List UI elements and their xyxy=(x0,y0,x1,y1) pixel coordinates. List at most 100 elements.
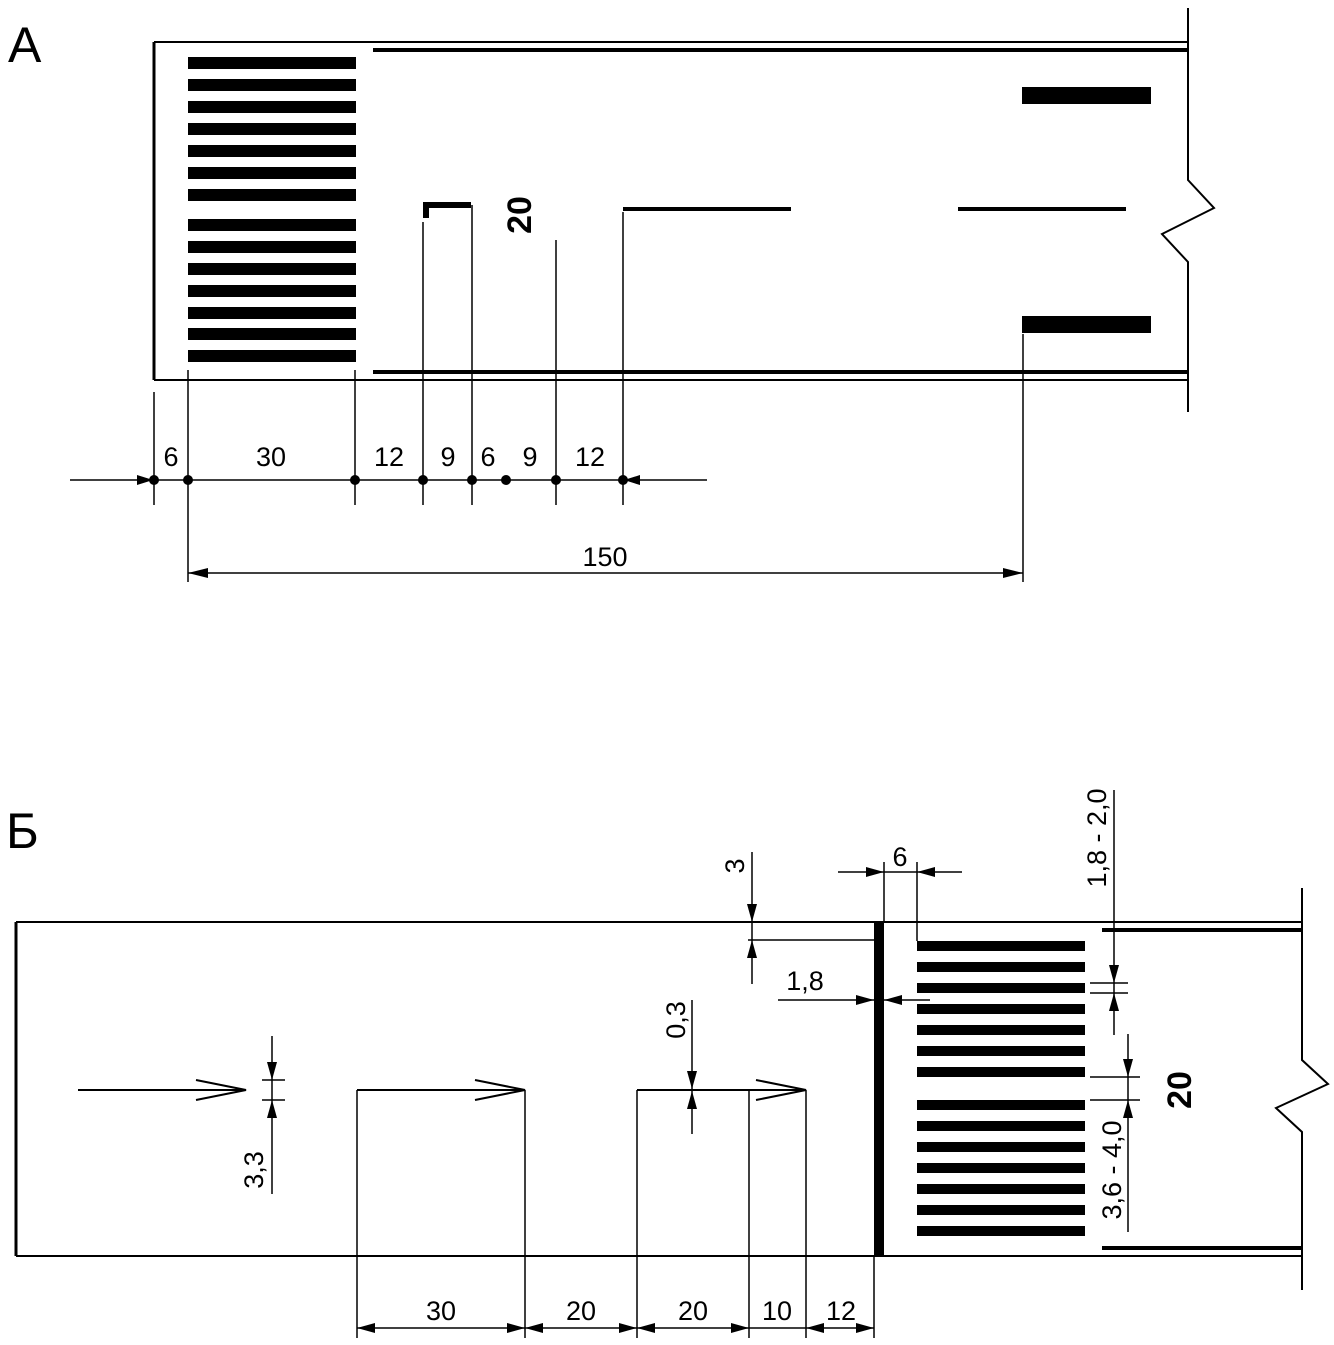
dimension-label: 1,8 - 2,0 xyxy=(1082,788,1112,887)
panel-a-crosswalk xyxy=(188,57,356,362)
zebra-stripe xyxy=(917,941,1085,951)
dimension-dot xyxy=(418,475,428,485)
zebra-stripe xyxy=(917,1205,1085,1215)
dimension-label: 0,3 xyxy=(661,1001,691,1039)
stripe-width-dimension: 1,8 - 2,0 xyxy=(1082,788,1119,1035)
dimension-arrow xyxy=(917,867,935,877)
dimension-dot xyxy=(551,475,561,485)
dimension-label: 3,6 - 4,0 xyxy=(1097,1120,1127,1219)
panel-a-overall-dimension: 150 xyxy=(188,542,1023,578)
road-break-symbol xyxy=(1160,8,1216,412)
dimension-arrow xyxy=(866,867,884,877)
dimension-arrow xyxy=(747,904,757,922)
dimension-arrow xyxy=(731,1323,749,1333)
dimension-label: 1,8 xyxy=(786,966,824,996)
dimension-arrow xyxy=(137,475,153,485)
dimension-arrow xyxy=(884,995,902,1005)
dimension-label: 6 xyxy=(163,442,178,472)
zebra-stripe xyxy=(917,1121,1085,1131)
zebra-stripe xyxy=(188,285,356,297)
zebra-stripe xyxy=(188,167,356,179)
dimension-arrow xyxy=(687,1071,697,1089)
zebra-stripe xyxy=(917,1067,1085,1077)
panel-a-chain-dimension: 6 30 12 9 6 9 12 xyxy=(70,442,707,485)
dimension-arrow xyxy=(1003,568,1023,578)
dimension-arrow xyxy=(267,1062,277,1080)
stop-line-gap-dimension: 3 xyxy=(720,852,757,984)
stop-line-width-dimension: 6 xyxy=(838,842,962,877)
overall-dimension-label: 150 xyxy=(582,542,627,572)
zebra-stripe xyxy=(188,350,356,362)
line-width-dimension: 0,3 xyxy=(661,1000,697,1134)
stripe-gap-dimension: 3,6 - 4,0 xyxy=(1097,1034,1133,1232)
zebra-stripe xyxy=(188,219,356,231)
zebra-stripe xyxy=(188,241,356,253)
dimension-label: 12 xyxy=(575,442,605,472)
zebra-stripe xyxy=(188,145,356,157)
dimension-label: 9 xyxy=(522,442,537,472)
dimension-label: 3,3 xyxy=(239,1151,269,1189)
dimension-label: 3 xyxy=(720,858,750,873)
zebra-stripe xyxy=(188,101,356,113)
dimension-dot xyxy=(467,475,477,485)
road-break-symbol xyxy=(1274,888,1330,1290)
dimension-label: 30 xyxy=(426,1296,456,1326)
dimension-arrow xyxy=(856,995,874,1005)
dimension-arrow xyxy=(856,1323,874,1333)
panel-b: Б 20 xyxy=(6,788,1330,1338)
dimension-arrow xyxy=(525,1323,543,1333)
stop-line-offset-dimension: 1,8 xyxy=(778,966,930,1005)
speed-limit-marking: 20 xyxy=(1161,1071,1199,1109)
zebra-stripe xyxy=(188,57,356,69)
dimension-dot xyxy=(618,475,628,485)
zebra-stripe xyxy=(917,1163,1085,1173)
panel-b-extension-lines xyxy=(262,862,1140,1338)
dimension-label: 6 xyxy=(892,842,907,872)
dimension-arrow xyxy=(188,568,208,578)
dimension-arrow xyxy=(357,1323,375,1333)
dimension-dot xyxy=(183,475,193,485)
panel-a-markings: 20 xyxy=(423,87,1151,333)
lane-mark xyxy=(1022,316,1151,333)
dimension-label: 6 xyxy=(480,442,495,472)
zebra-stripe xyxy=(917,1100,1085,1110)
zebra-stripe xyxy=(188,79,356,91)
dimension-arrow xyxy=(1123,1059,1133,1077)
zebra-stripe xyxy=(917,1226,1085,1236)
panel-b-guide-arrows xyxy=(78,1079,807,1101)
panel-b-bottom-dimension: 30 20 20 10 12 xyxy=(357,1296,874,1333)
panel-b-road xyxy=(14,888,1330,1290)
stop-line xyxy=(874,922,884,1256)
zebra-stripe xyxy=(917,1046,1085,1056)
dimension-label: 12 xyxy=(826,1296,856,1326)
zebra-stripe xyxy=(917,1025,1085,1035)
dimension-arrow xyxy=(507,1323,525,1333)
dimension-label: 10 xyxy=(762,1296,792,1326)
dimension-dot xyxy=(350,475,360,485)
zebra-stripe xyxy=(188,307,356,319)
panel-b-crosswalk xyxy=(917,941,1085,1236)
dimension-dot xyxy=(501,475,511,485)
dimension-arrow xyxy=(624,475,640,485)
zebra-stripe xyxy=(917,1142,1085,1152)
panel-a-road xyxy=(152,8,1216,412)
speed-limit-marking: 20 xyxy=(501,196,539,234)
panel-a-label: А xyxy=(8,17,42,73)
zebra-stripe xyxy=(917,1184,1085,1194)
zebra-stripe xyxy=(188,263,356,275)
dimension-arrow xyxy=(1109,965,1119,983)
corner-mark xyxy=(423,202,471,218)
dimension-arrow xyxy=(1123,1100,1133,1118)
dimension-arrow xyxy=(687,1091,697,1109)
zebra-stripe xyxy=(188,189,356,201)
dimension-arrow xyxy=(806,1323,824,1333)
zebra-stripe xyxy=(917,983,1085,993)
guide-arrowhead xyxy=(195,1079,247,1101)
arrow-spacing-dimension: 3,3 xyxy=(239,1036,277,1194)
dimension-label: 9 xyxy=(440,442,455,472)
zebra-stripe xyxy=(188,123,356,135)
dimension-label: 12 xyxy=(374,442,404,472)
dimension-arrow xyxy=(637,1323,655,1333)
zebra-stripe xyxy=(917,962,1085,972)
